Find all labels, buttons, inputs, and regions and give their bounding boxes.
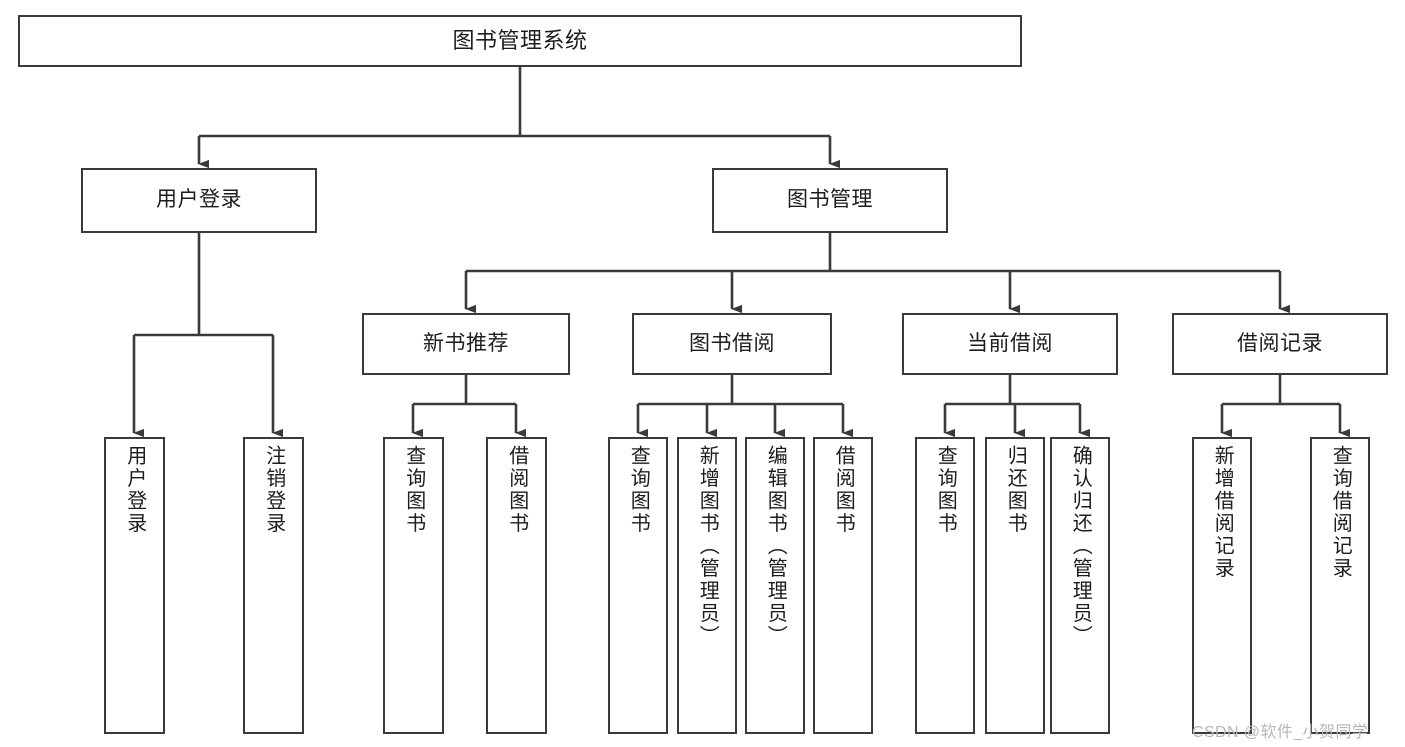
node-book-management[interactable]: 图书管理 (712, 168, 948, 233)
node-current-borrow-label: 当前借阅 (967, 331, 1053, 355)
node-new-book-recommend-label: 新书推荐 (423, 331, 509, 355)
node-book-borrow[interactable]: 图书借阅 (632, 313, 832, 375)
leaf-user-login-signout-label: 注销登录 (262, 445, 285, 535)
node-borrow-record-label: 借阅记录 (1237, 331, 1323, 355)
leaf-book-borrow-borrow[interactable]: 借阅图书 (813, 437, 873, 734)
leaf-borrow-record-add[interactable]: 新增借阅记录 (1192, 437, 1252, 734)
node-user-login-label: 用户登录 (156, 188, 242, 212)
leaf-current-borrow-confirm[interactable]: 确认归还（管理员） (1050, 437, 1110, 734)
node-book-management-label: 图书管理 (787, 188, 873, 212)
leaf-book-borrow-borrow-label: 借阅图书 (832, 445, 855, 535)
leaf-user-login-signout[interactable]: 注销登录 (243, 437, 304, 734)
leaf-book-borrow-add[interactable]: 新增图书（管理员） (677, 437, 737, 734)
leaf-user-login-signin[interactable]: 用户登录 (104, 437, 165, 734)
node-new-book-recommend[interactable]: 新书推荐 (362, 313, 570, 375)
node-book-borrow-label: 图书借阅 (689, 331, 775, 355)
leaf-borrow-record-add-label: 新增借阅记录 (1211, 445, 1234, 580)
leaf-current-borrow-return-label: 归还图书 (1004, 445, 1027, 535)
leaf-borrow-record-query[interactable]: 查询借阅记录 (1310, 437, 1370, 734)
leaf-book-borrow-query[interactable]: 查询图书 (608, 437, 668, 734)
node-user-login[interactable]: 用户登录 (81, 168, 317, 233)
leaf-book-borrow-add-label: 新增图书（管理员） (696, 445, 719, 648)
leaf-new-book-borrow-label: 借阅图书 (505, 445, 528, 535)
node-borrow-record[interactable]: 借阅记录 (1172, 313, 1388, 375)
leaf-book-borrow-edit-label: 编辑图书（管理员） (764, 445, 787, 648)
leaf-new-book-query[interactable]: 查询图书 (383, 437, 444, 734)
node-root-system[interactable]: 图书管理系统 (18, 15, 1022, 67)
leaf-current-borrow-return[interactable]: 归还图书 (985, 437, 1045, 734)
leaf-current-borrow-confirm-label: 确认归还（管理员） (1069, 445, 1092, 648)
leaf-borrow-record-query-label: 查询借阅记录 (1329, 445, 1352, 580)
node-current-borrow[interactable]: 当前借阅 (902, 313, 1118, 375)
leaf-book-borrow-query-label: 查询图书 (627, 445, 650, 535)
node-root-system-label: 图书管理系统 (452, 28, 588, 54)
leaf-book-borrow-edit[interactable]: 编辑图书（管理员） (745, 437, 805, 734)
leaf-new-book-borrow[interactable]: 借阅图书 (486, 437, 547, 734)
leaf-user-login-signin-label: 用户登录 (123, 445, 146, 535)
leaf-new-book-query-label: 查询图书 (402, 445, 425, 535)
leaf-current-borrow-query-label: 查询图书 (934, 445, 957, 535)
leaf-current-borrow-query[interactable]: 查询图书 (915, 437, 975, 734)
